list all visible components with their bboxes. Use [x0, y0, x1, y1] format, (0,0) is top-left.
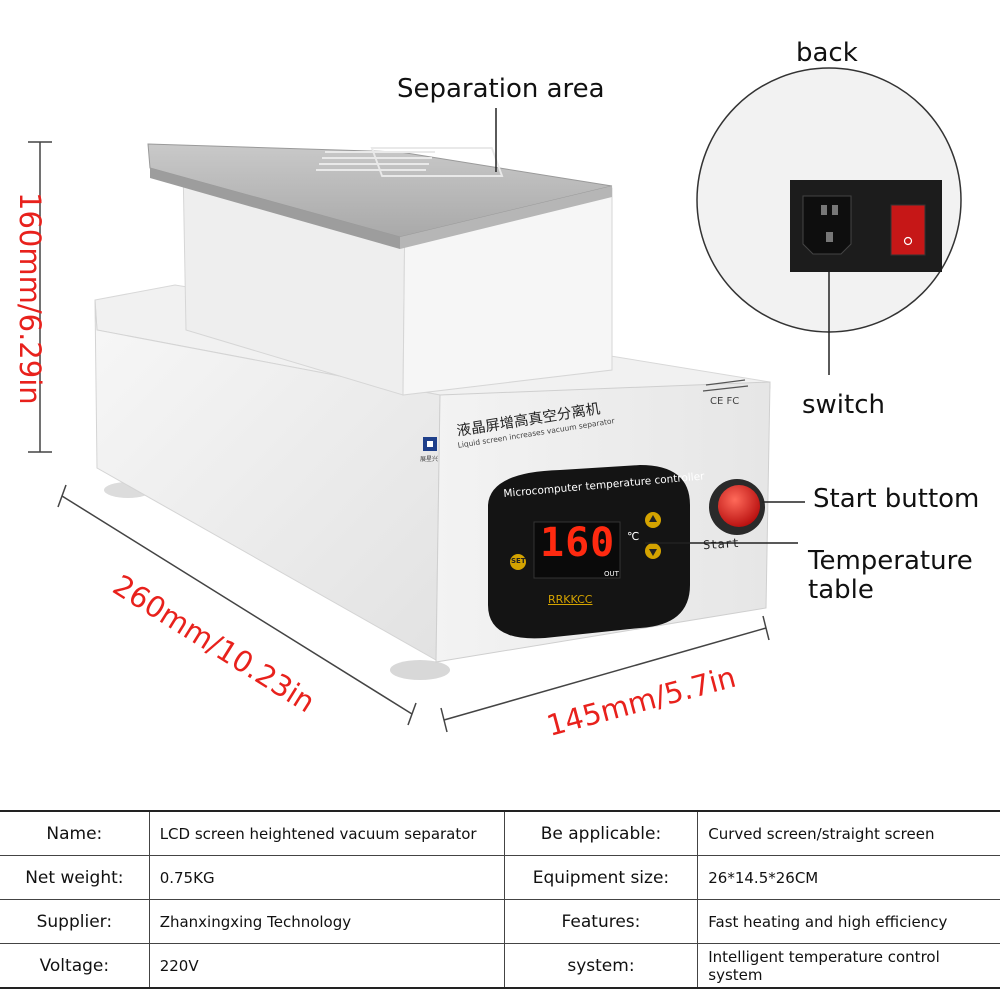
set-button[interactable] [510, 554, 526, 570]
product-illustration [28, 67, 962, 733]
spec-key: Net weight: [0, 855, 150, 900]
temperature-table-label-line1: Temperature [808, 546, 973, 576]
width-dimension-line [440, 615, 770, 733]
start-button-label: Start buttom [813, 484, 980, 514]
spec-value: Curved screen/straight screen [697, 810, 1000, 856]
spec-key: Name: [0, 810, 150, 856]
spec-key: Voltage: [0, 943, 150, 989]
brand-logo [423, 437, 437, 451]
spec-value: Zhanxingxing Technology [148, 899, 505, 944]
set-label: SET [511, 557, 526, 565]
display-out-label: OUT [604, 570, 619, 578]
vacuum-grid [316, 147, 504, 177]
spec-table: Name:LCD screen heightened vacuum separa… [0, 810, 1000, 989]
spec-value: 220V [148, 943, 505, 989]
spec-key: Features: [503, 899, 698, 944]
height-dimension-label: 160mm/6.29in [13, 192, 47, 405]
controller-brand: RRKKCC [548, 593, 593, 606]
spec-key: Be applicable: [503, 810, 698, 856]
spec-value: 26*14.5*26CM [697, 855, 1000, 900]
cert-marks: CE FC [710, 396, 740, 407]
spec-key: Equipment size: [503, 855, 698, 900]
spec-value: LCD screen heightened vacuum separator [148, 810, 505, 856]
spec-value: Intelligent temperature control system [697, 943, 1000, 989]
display-unit: ℃ [627, 530, 640, 543]
back-label: back [796, 38, 858, 68]
separation-plate-edge [150, 168, 400, 249]
temperature-display: 160 [540, 520, 616, 566]
separation-area-label: Separation area [397, 74, 605, 104]
start-label: Start [702, 535, 740, 553]
switch-label: switch [802, 390, 886, 420]
spec-key: Supplier: [0, 899, 150, 944]
start-button[interactable] [718, 485, 760, 527]
brand-small: 展星兴 [420, 456, 439, 463]
power-switch[interactable] [890, 204, 926, 256]
back-inset [696, 67, 962, 375]
length-dimension-line [57, 484, 417, 726]
temperature-controller [488, 465, 690, 639]
temperature-table-label-line2: table [808, 575, 874, 605]
spec-value: 0.75KG [148, 855, 505, 900]
up-arrow-icon [649, 515, 657, 522]
height-dimension-line [28, 141, 52, 453]
power-socket [802, 195, 852, 255]
down-arrow-icon [649, 549, 657, 556]
cert-lines [702, 379, 749, 392]
spec-value: Fast heating and high efficiency [697, 899, 1000, 944]
spec-row: Name:LCD screen heightened vacuum separa… [0, 810, 1000, 856]
spec-key: system: [503, 943, 698, 989]
